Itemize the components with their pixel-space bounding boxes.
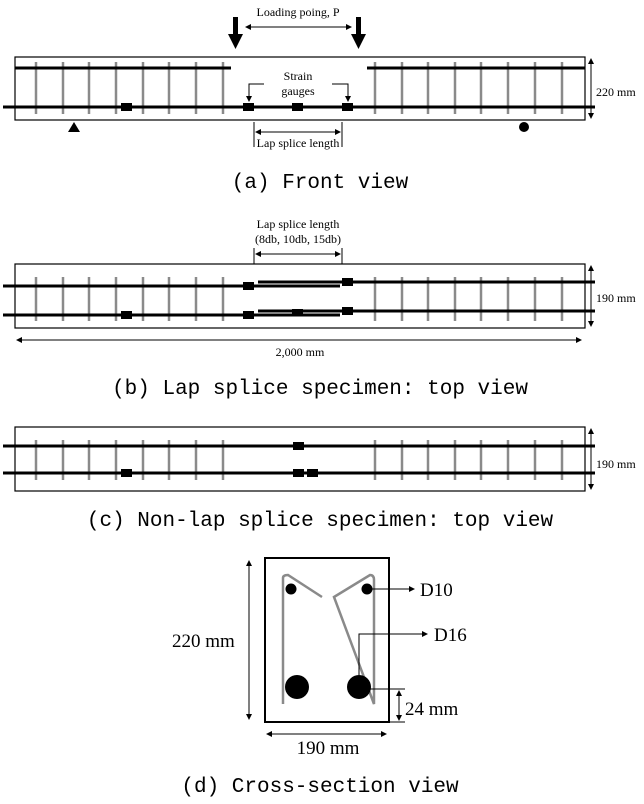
lap-splice-top-view: Lap splice length (8db, 10db, 15db) 190 … — [3, 217, 636, 401]
strain-gauges-label-1: Strain — [284, 69, 313, 83]
section-outline — [264, 557, 390, 723]
gauge-leader-right — [332, 83, 351, 102]
beam-outline — [14, 56, 586, 121]
width-label: 190 mm — [297, 738, 360, 759]
d10-label: D10 — [420, 580, 453, 601]
front-view: Loading poing, P Strain gauges 220 mm La… — [3, 5, 636, 195]
lap-splice-label: Lap splice length — [257, 136, 340, 150]
bottom-bar-right — [347, 675, 371, 699]
lap-splice-label: Lap splice length — [257, 217, 340, 231]
strain-gauges-label-2: gauges — [281, 84, 315, 98]
width-label: 190 mm — [596, 291, 636, 305]
height-label: 220 mm — [172, 631, 235, 652]
top-bar-left — [285, 583, 297, 595]
cross-section-view: D10 D16 220 mm 24 mm 190 mm (d) Cross-se… — [172, 557, 467, 799]
caption-b: (b) Lap splice specimen: top view — [112, 378, 528, 401]
strain-gauges — [121, 442, 318, 477]
height-label: 220 mm — [596, 85, 636, 99]
beam-outline — [14, 263, 586, 329]
pin-support-icon — [68, 122, 80, 132]
d16-label: D16 — [434, 625, 467, 646]
top-bar-right — [361, 583, 373, 595]
strain-gauges — [121, 103, 353, 111]
lap-splice-values: (8db, 10db, 15db) — [255, 232, 341, 246]
non-lap-splice-top-view: 190 mm (c) Non-lap splice specimen: top … — [3, 426, 636, 533]
stirrups — [34, 62, 564, 114]
bottom-bar-left — [285, 675, 309, 699]
load-arrow-left — [228, 17, 243, 49]
caption-a: (a) Front view — [232, 172, 409, 195]
loading-label: Loading poing, P — [257, 5, 340, 19]
width-label: 190 mm — [596, 457, 636, 471]
length-label: 2,000 mm — [276, 345, 325, 359]
d16-leader — [358, 631, 428, 675]
beam-outline — [14, 426, 586, 492]
cover-label: 24 mm — [405, 699, 459, 720]
gauge-leader-left — [246, 83, 264, 102]
strain-gauges — [121, 278, 353, 319]
caption-c: (c) Non-lap splice specimen: top view — [87, 510, 554, 533]
caption-d: (d) Cross-section view — [181, 776, 459, 799]
stirrup — [281, 573, 376, 705]
roller-support-icon — [519, 122, 529, 132]
load-arrow-right — [351, 17, 366, 49]
